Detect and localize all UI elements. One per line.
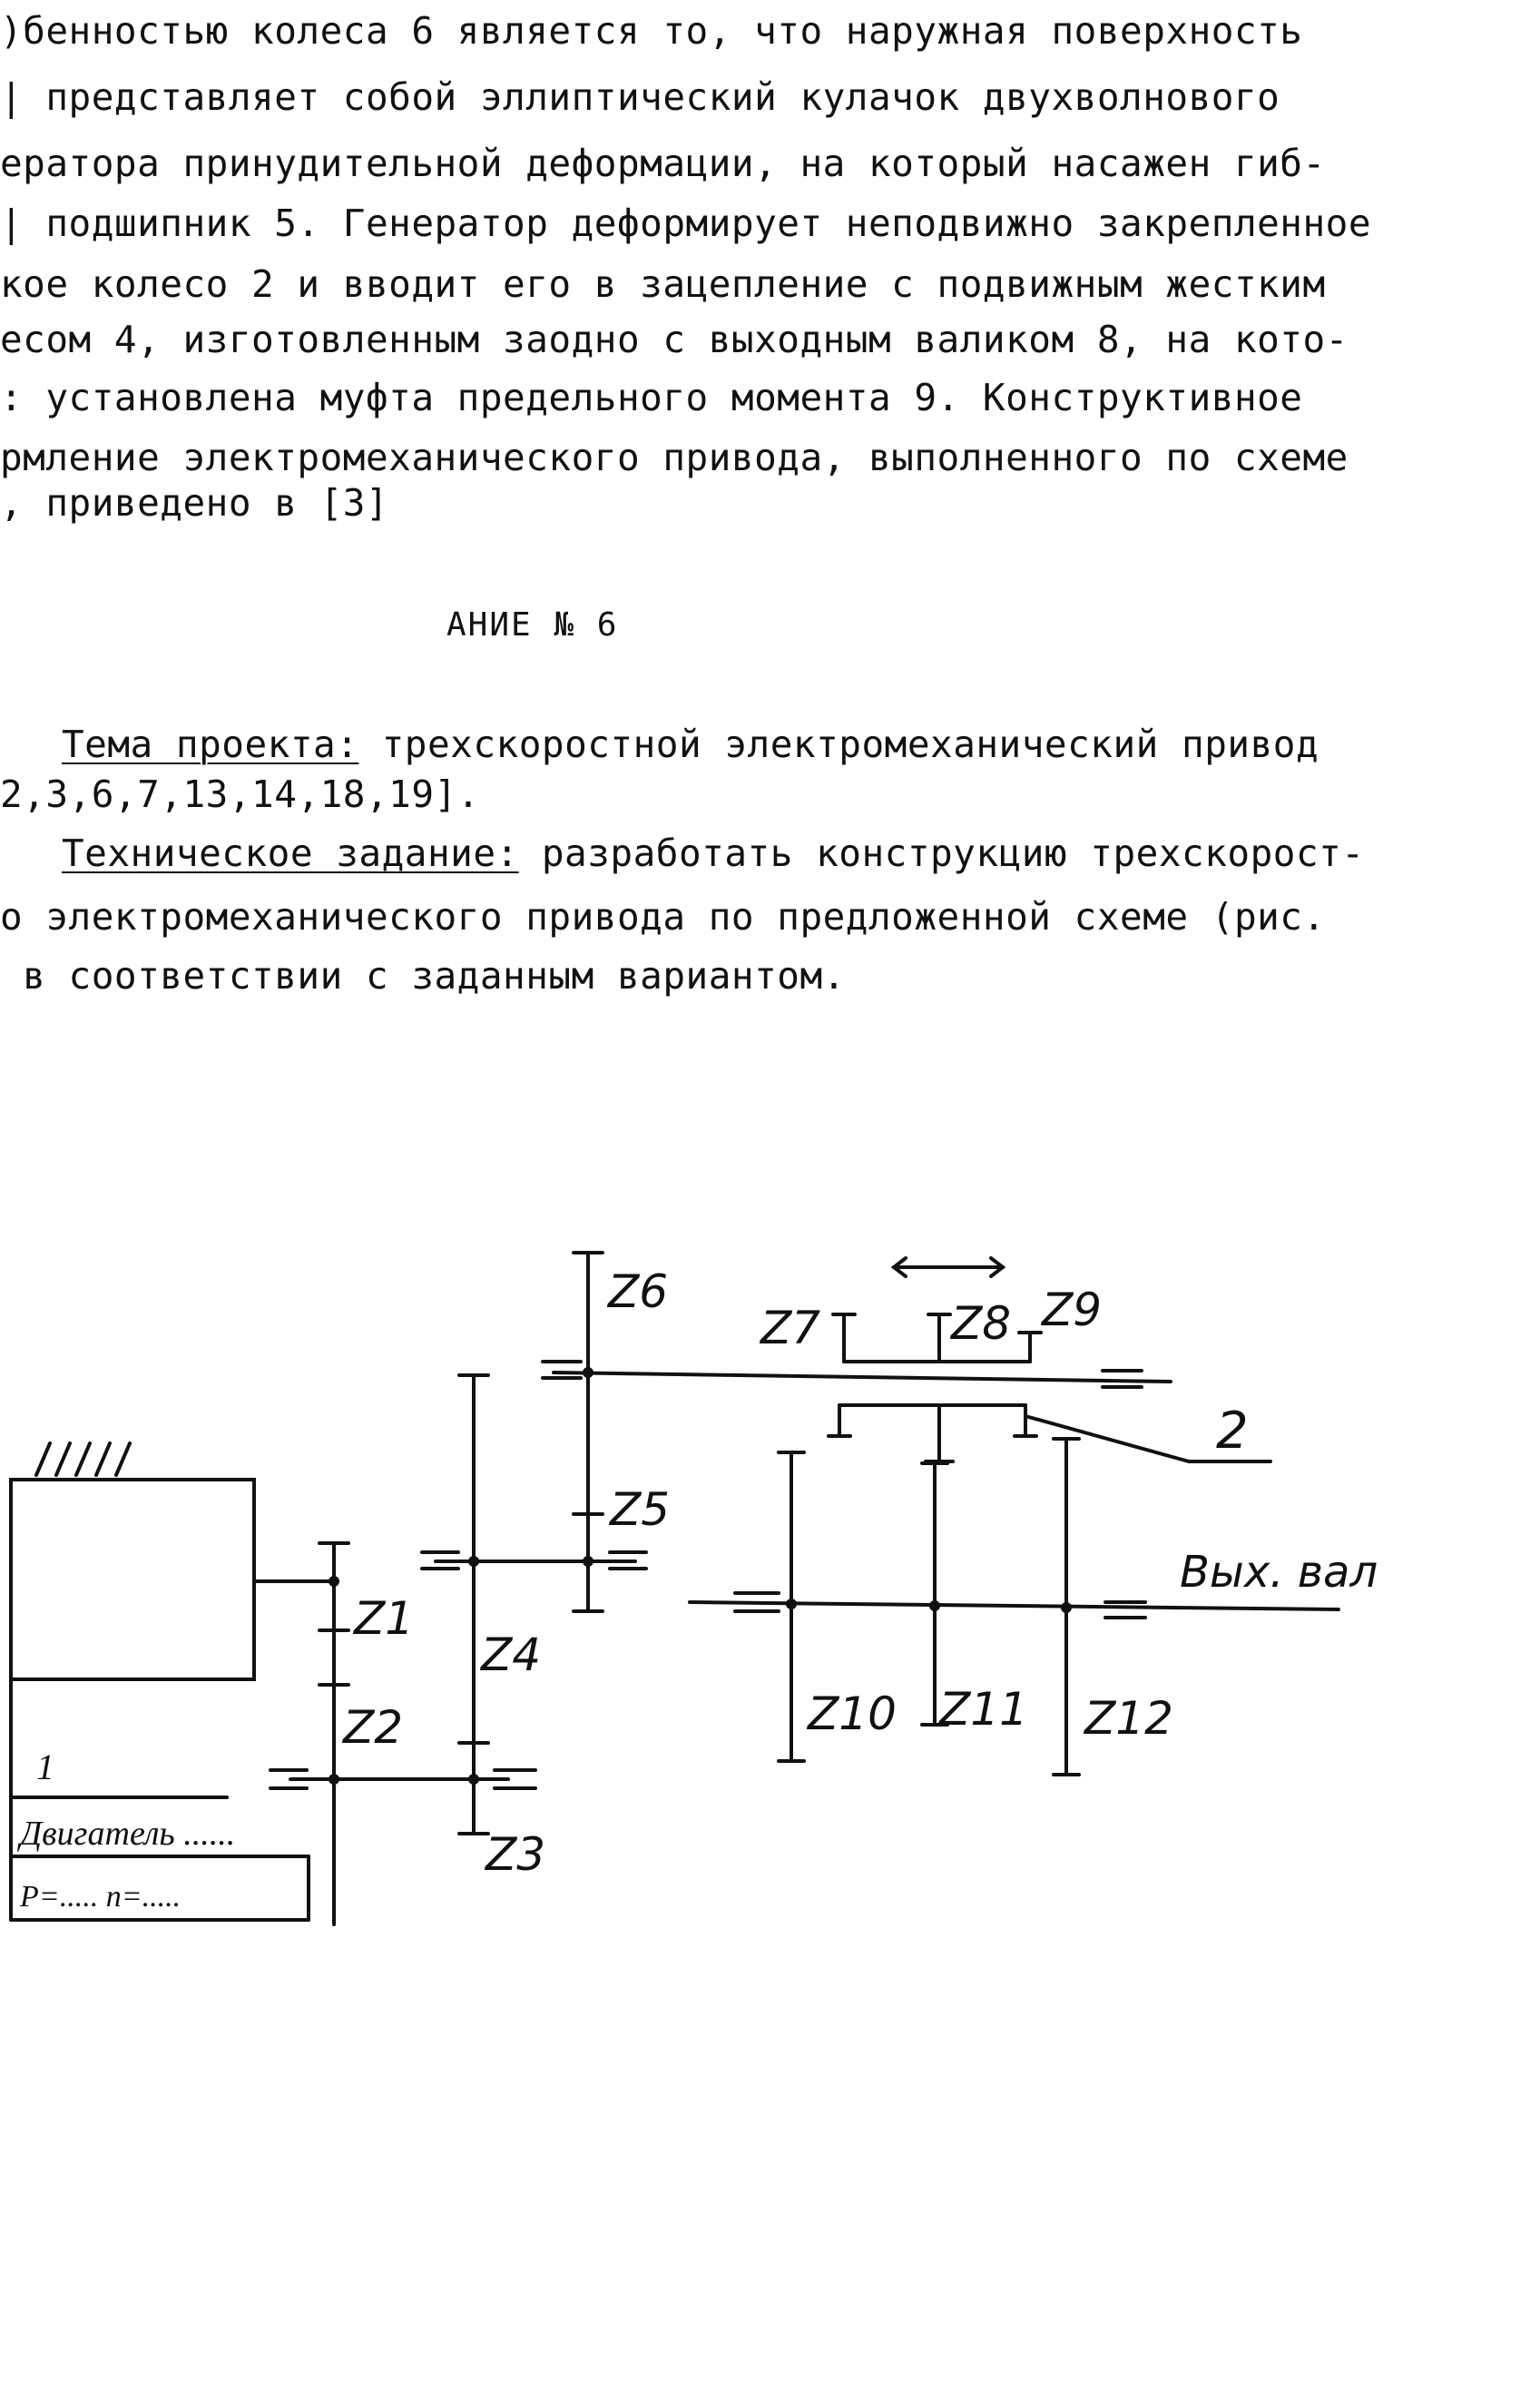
paragraph-line-8: рмление электромеханического привода, вы… xyxy=(0,436,1349,479)
paragraph-line-2: | представляет собой эллиптический кулач… xyxy=(0,75,1280,119)
z2-label: Z2 xyxy=(341,1701,403,1754)
paragraph-line-1: )бенностью колеса 6 является то, что нар… xyxy=(0,9,1303,53)
topic-text: трехскоростной электромеханический приво… xyxy=(358,723,1319,766)
z5-label: Z5 xyxy=(608,1483,670,1536)
z11-label: Z11 xyxy=(937,1683,1028,1736)
z4-label: Z4 xyxy=(479,1628,541,1681)
paragraph-line-4: | подшипник 5. Генератор деформирует неп… xyxy=(0,202,1372,245)
paragraph-line-5: кое колесо 2 и вводит его в зацепление с… xyxy=(0,262,1326,306)
z8-label: Z8 xyxy=(949,1297,1011,1350)
z1-label: Z1 xyxy=(352,1592,414,1645)
task-line-3: в соответствии с заданным вариантом. xyxy=(0,954,846,998)
motor-name: Двигатель ...... xyxy=(17,1815,235,1853)
motor-mount-hatching xyxy=(34,1441,132,1477)
motor-number: 1 xyxy=(36,1747,54,1787)
z12-label: Z12 xyxy=(1083,1692,1173,1745)
paragraph-line-6: есом 4, изготовленным заодно с выходным … xyxy=(0,318,1349,361)
output-shaft-label: Вых. вал xyxy=(1180,1547,1378,1598)
z3-label: Z3 xyxy=(484,1828,545,1881)
task-line: Техническое задание: разработать констру… xyxy=(62,835,1365,872)
motor-params: P=..... n=..... xyxy=(19,1880,181,1914)
topic-refs: 2,3,6,7,13,14,18,19]. xyxy=(0,772,480,816)
task-line-2: о электромеханического привода по предло… xyxy=(0,895,1326,939)
upper-shaft xyxy=(552,1371,1172,1383)
z9-label: Z9 xyxy=(1040,1284,1102,1336)
shift-arrow-right-head xyxy=(989,1256,1006,1278)
paragraph-line-7: : установлена муфта предельного момента … xyxy=(0,376,1303,419)
paragraph-line-3: ератора принудительной деформации, на ко… xyxy=(0,142,1326,185)
task-label: Техническое задание: xyxy=(62,831,519,875)
motor-box xyxy=(9,1478,256,1681)
section-heading: АНИЕ № 6 xyxy=(446,606,619,644)
clutch-label: 2 xyxy=(1216,1402,1249,1461)
output-shaft xyxy=(688,1600,1340,1611)
mesh-points xyxy=(329,1367,1072,1785)
z7-label: Z7 xyxy=(759,1302,820,1354)
topic-line: Тема проекта: трехскоростной электромеха… xyxy=(62,726,1319,763)
clutch-leader xyxy=(1024,1414,1191,1463)
topic-label: Тема проекта: xyxy=(62,723,359,766)
shift-arrow-left-head xyxy=(890,1256,907,1278)
task-text: разработать конструкцию трехскорост- xyxy=(518,831,1365,875)
paragraph-line-9: , приведено в [3] xyxy=(0,481,389,525)
z10-label: Z10 xyxy=(806,1687,897,1740)
z6-label: Z6 xyxy=(606,1265,668,1318)
